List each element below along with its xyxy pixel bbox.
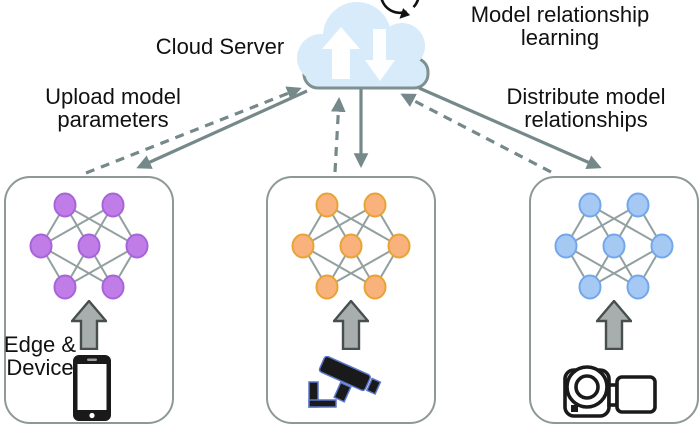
network-node bbox=[101, 192, 125, 218]
download-arrow-icon bbox=[365, 29, 395, 81]
cloud-bump-right bbox=[379, 23, 425, 69]
network-node bbox=[77, 233, 101, 259]
phone-home-button bbox=[89, 412, 95, 419]
neural-network-purple bbox=[29, 192, 149, 300]
camcorder-icon bbox=[563, 365, 657, 418]
network-node bbox=[125, 233, 149, 259]
upload-model-parameters-label: Upload model parameters bbox=[45, 84, 181, 133]
smartphone-icon bbox=[73, 355, 111, 421]
network-edge bbox=[589, 245, 663, 288]
network-node bbox=[53, 192, 77, 218]
network-edge bbox=[64, 245, 138, 288]
cctv-shapes bbox=[308, 356, 382, 408]
network-node bbox=[650, 233, 674, 259]
edge-device-box-phone bbox=[4, 176, 174, 424]
network-node bbox=[29, 233, 53, 259]
camcorder-shapes bbox=[563, 365, 657, 418]
network-node bbox=[339, 233, 363, 259]
distribute-model-relationships-label: Distribute model relationships bbox=[506, 84, 666, 133]
network-node bbox=[578, 192, 602, 218]
up-block-arrow bbox=[596, 300, 632, 350]
loop-arc bbox=[380, 0, 420, 15]
cloud-transfer-arrows bbox=[322, 27, 395, 81]
camcorder-lens-inner bbox=[574, 374, 600, 400]
network-node bbox=[315, 192, 339, 218]
network-nodes bbox=[29, 192, 149, 300]
cctv-camera-icon bbox=[308, 356, 382, 408]
phone-screen bbox=[77, 364, 107, 410]
edge-device-box-camcorder bbox=[529, 176, 699, 424]
neural-network-orange bbox=[291, 192, 411, 300]
upload-arrow-icon bbox=[322, 27, 360, 79]
network-node bbox=[626, 274, 650, 300]
up-block-arrow bbox=[333, 300, 369, 350]
network-node bbox=[602, 233, 626, 259]
network-node bbox=[578, 274, 602, 300]
camcorder-screen bbox=[615, 375, 657, 414]
upload-arrow-middle bbox=[330, 97, 346, 173]
cloud-server-label: Cloud Server bbox=[155, 34, 285, 59]
up-block-arrow-icon bbox=[333, 300, 369, 350]
network-node bbox=[363, 192, 387, 218]
cloud-bumps bbox=[297, 2, 425, 82]
network-edge bbox=[326, 245, 400, 288]
cctv-body bbox=[318, 356, 371, 392]
network-nodes bbox=[554, 192, 674, 300]
camcorder-button bbox=[571, 405, 578, 412]
up-block-arrow-icon bbox=[71, 300, 107, 350]
phone-speaker bbox=[87, 358, 97, 361]
network-node bbox=[291, 233, 315, 259]
loop-arrowhead bbox=[399, 8, 411, 19]
network-nodes bbox=[291, 192, 411, 300]
network-node bbox=[387, 233, 411, 259]
cloud-bump-left bbox=[297, 34, 345, 82]
network-node bbox=[53, 274, 77, 300]
network-node bbox=[101, 274, 125, 300]
cloud-base bbox=[302, 56, 430, 90]
network-node bbox=[554, 233, 578, 259]
counterclockwise-loop-icon bbox=[380, 0, 420, 19]
cloud-sync-icon bbox=[297, 2, 430, 90]
up-block-arrow-icon bbox=[596, 300, 632, 350]
edge-device-box-cctv bbox=[266, 176, 436, 424]
network-edge bbox=[40, 204, 114, 247]
network-node bbox=[363, 274, 387, 300]
network-edge bbox=[302, 204, 376, 247]
network-node bbox=[315, 274, 339, 300]
model-relationship-learning-label: Model relationship learning bbox=[470, 2, 650, 51]
network-node bbox=[626, 192, 650, 218]
network-edge bbox=[565, 204, 639, 247]
cloud-bump-main bbox=[323, 2, 391, 70]
up-block-arrow bbox=[71, 300, 107, 350]
edge-and-device-label: Edge & Device bbox=[3, 332, 77, 381]
cctv-arm bbox=[333, 381, 352, 403]
neural-network-blue bbox=[554, 192, 674, 300]
cctv-lens bbox=[365, 377, 382, 395]
cctv-mount-base bbox=[308, 399, 337, 408]
